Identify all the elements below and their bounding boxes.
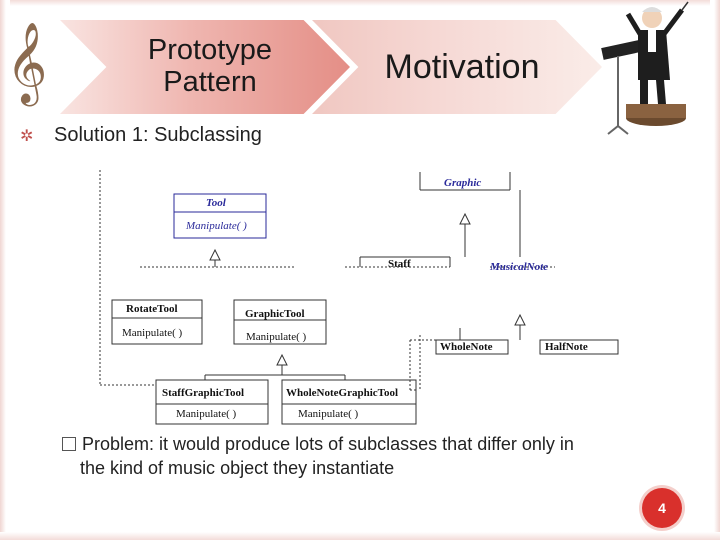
uml-class-staff: Staff bbox=[388, 258, 411, 270]
bullet-text: Solution 1: Subclassing bbox=[54, 124, 262, 146]
section-title: Prototype Pattern bbox=[147, 34, 273, 98]
uml-diagram: Graphic Tool Manipulate( ) Staff Musical… bbox=[0, 150, 720, 430]
subsection-title: Motivation bbox=[384, 47, 540, 86]
slide-border-right bbox=[714, 0, 720, 540]
section-chevron: Prototype Pattern bbox=[60, 20, 350, 114]
slide-border-top bbox=[10, 0, 710, 6]
conductor-clipart bbox=[601, 1, 689, 135]
slide-border-left bbox=[0, 0, 6, 540]
uml-class-graphic: Graphic bbox=[444, 177, 482, 189]
checkbox-bullet-icon bbox=[62, 437, 76, 451]
sub-bullet-text-1: Problem: it would produce lots of subcla… bbox=[82, 434, 574, 454]
slide-border-bottom bbox=[0, 532, 720, 540]
uml-op-whole-note-graphic-manipulate: Manipulate( ) bbox=[298, 408, 359, 420]
bullet-item: ✲ Solution 1: Subclassing bbox=[20, 124, 262, 147]
uml-op-tool-manipulate: Manipulate( ) bbox=[186, 220, 247, 232]
uml-class-staff-graphic-tool: StaffGraphicTool bbox=[162, 387, 245, 399]
uml-class-musical-note: MusicalNote bbox=[490, 261, 549, 273]
bullet-gear-icon: ✲ bbox=[20, 128, 34, 145]
uml-op-graphic-tool-manipulate: Manipulate( ) bbox=[246, 331, 307, 343]
uml-class-graphic-tool: GraphicTool bbox=[245, 308, 305, 320]
sub-bullet-text-2: the kind of music object they instantiat… bbox=[80, 458, 395, 478]
uml-diagram-lines bbox=[99, 170, 619, 425]
uml-class-half-note: HalfNote bbox=[545, 341, 588, 353]
uml-class-whole-note: WholeNote bbox=[440, 341, 493, 353]
subsection-chevron: Motivation bbox=[312, 20, 602, 114]
page-number-badge: 4 bbox=[642, 488, 682, 528]
sub-bullet-line-1: Problem: it would produce lots of subcla… bbox=[62, 432, 682, 456]
uml-class-whole-note-graphic-tool: WholeNoteGraphicTool bbox=[286, 387, 399, 399]
uml-class-tool: Tool bbox=[206, 197, 226, 209]
sub-bullet-item: Problem: it would produce lots of subcla… bbox=[62, 432, 682, 480]
treble-clef-icon: 𝄞 bbox=[6, 21, 48, 103]
uml-op-rotate-manipulate: Manipulate( ) bbox=[122, 327, 183, 339]
uml-op-staff-graphic-manipulate: Manipulate( ) bbox=[176, 408, 237, 420]
uml-class-rotate-tool: RotateTool bbox=[126, 303, 178, 315]
